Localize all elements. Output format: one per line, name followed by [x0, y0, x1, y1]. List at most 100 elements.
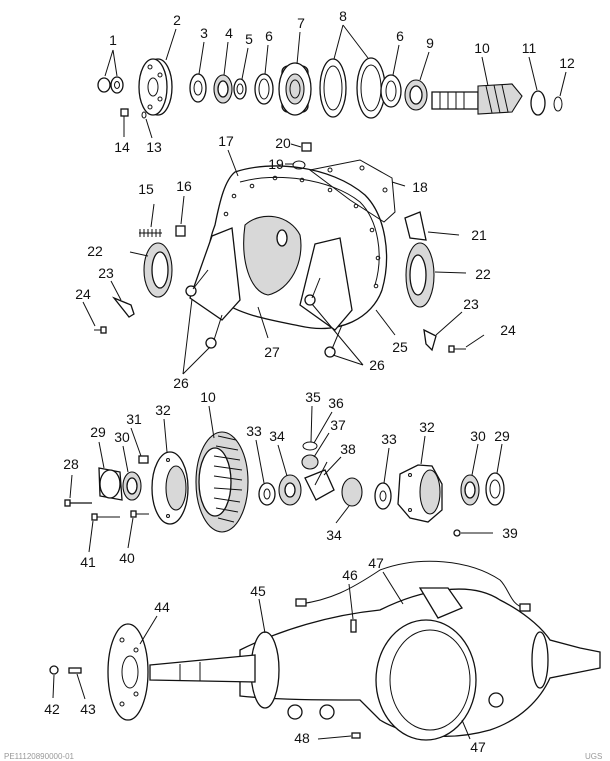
oil-seal-ring-part [292, 160, 306, 170]
callout-12: 12 [559, 55, 575, 71]
callout-45: 45 [250, 583, 266, 599]
callout-8: 8 [339, 8, 347, 24]
callout-36: 36 [328, 395, 344, 411]
side-gear-right-part [341, 477, 363, 507]
axle-shaft-part [149, 654, 256, 683]
bolt-41-part [91, 513, 120, 521]
callout-11: 11 [522, 40, 537, 56]
lock-plate-right-part [423, 328, 437, 352]
case-half-left-part [151, 451, 189, 525]
bearing-cup-29-left-part [98, 467, 123, 501]
callout-20: 20 [275, 135, 291, 151]
callout-39: 39 [502, 525, 518, 541]
callout-26b: 26 [369, 357, 385, 373]
stud-bolt-26-part [185, 269, 343, 358]
callout-47b: 47 [470, 739, 486, 755]
callout-5: 5 [245, 31, 253, 47]
pinion-cage-part [278, 62, 312, 116]
bolt-28-part [64, 499, 92, 507]
callout-13: 13 [146, 139, 162, 155]
bolt-40-part [130, 510, 149, 518]
adjusting-ring-right-part [405, 242, 435, 308]
pinion-mate-gear-part [301, 454, 319, 470]
footer-code-right: UGS [585, 752, 602, 761]
callout-28: 28 [63, 456, 79, 472]
callout-18: 18 [412, 179, 428, 195]
thrust-washer-33-left-part [258, 482, 276, 506]
yoke-flange-part [138, 58, 173, 116]
snap-ring-part [553, 96, 563, 112]
callout-32b: 32 [419, 419, 435, 435]
leader-lines [52, 24, 567, 740]
thrust-washer-33-right-part [374, 482, 392, 510]
callout-1: 1 [109, 32, 117, 48]
callout-7: 7 [297, 15, 305, 31]
adjuster-spring-part [139, 229, 162, 237]
shim-gasket-part [319, 57, 386, 119]
callout-6: 6 [265, 28, 273, 44]
pinion-mate-washer-part [302, 441, 318, 451]
callout-34b: 34 [326, 527, 342, 543]
callout-47: 47 [368, 555, 384, 571]
callout-40: 40 [119, 550, 135, 566]
bearing-cup-29-right-part [485, 472, 505, 506]
callout-22: 22 [87, 243, 103, 259]
nut-39-part [453, 529, 461, 537]
callout-42: 42 [44, 701, 60, 717]
callout-27: 27 [264, 344, 280, 360]
pinion-nut-washer-part [97, 76, 124, 94]
spacer-part [233, 78, 247, 100]
callout-3: 3 [200, 25, 208, 41]
callout-24b: 24 [500, 322, 516, 338]
bearing-part [213, 74, 233, 104]
drive-pinion-part [431, 83, 523, 115]
bearing-cup-part [254, 73, 274, 105]
pinion-bearing-part [404, 79, 428, 111]
callout-43: 43 [80, 701, 96, 717]
callout-17: 17 [218, 133, 234, 149]
callout-33: 33 [246, 423, 262, 439]
bearing-cone-part [189, 73, 207, 103]
footer-code-left: PE11120890000-01 [4, 752, 75, 761]
bearing-cone-30-right-part [460, 474, 480, 506]
pin-31-part [138, 455, 149, 464]
axle-housing-part [239, 587, 601, 741]
bearing-cap-insert-part [404, 211, 427, 241]
callout-23: 23 [98, 265, 114, 281]
plug-20-part [301, 142, 312, 152]
callout-14: 14 [114, 139, 130, 155]
callout-15: 15 [138, 181, 154, 197]
callout-4: 4 [225, 25, 233, 41]
callout-30b: 30 [470, 428, 486, 444]
callout-29: 29 [90, 424, 106, 440]
callout-30: 30 [114, 429, 130, 445]
callout-46: 46 [342, 567, 358, 583]
callout-35: 35 [305, 389, 321, 405]
callout-38: 38 [340, 441, 356, 457]
callout-6b: 6 [396, 28, 404, 44]
callout-9: 9 [426, 35, 434, 51]
callout-19: 19 [268, 156, 284, 172]
spider-part [304, 461, 335, 501]
callout-labels: 1 2 3 4 5 6 6 7 8 9 10 11 12 13 14 15 16… [44, 8, 575, 755]
callout-26: 26 [173, 375, 189, 391]
sensor-harness-part [295, 560, 531, 612]
nut-16-part [175, 225, 186, 237]
callout-41: 41 [80, 554, 96, 570]
breather-46-part [350, 619, 357, 633]
callout-31: 31 [126, 411, 142, 427]
callout-37: 37 [330, 417, 346, 433]
callout-29b: 29 [494, 428, 510, 444]
side-gear-left-part [278, 474, 302, 506]
plug-48-part [351, 732, 361, 739]
callout-10: 10 [474, 40, 490, 56]
case-half-right-part [397, 464, 443, 523]
bearing-cup-2-part [380, 74, 402, 108]
stud-43-part [68, 667, 82, 674]
callout-21: 21 [471, 227, 487, 243]
ring-gear-part [195, 431, 249, 533]
callout-10b: 10 [200, 389, 216, 405]
callout-22b: 22 [475, 266, 491, 282]
cap-screw-right-part [448, 345, 466, 353]
